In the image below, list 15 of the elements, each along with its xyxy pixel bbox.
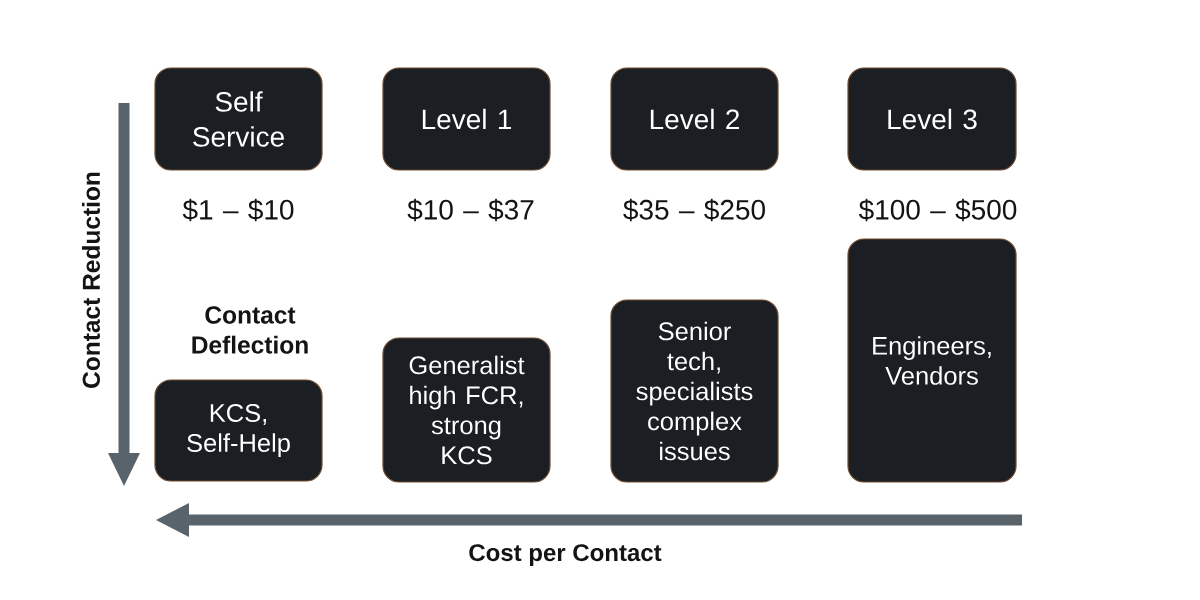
- tier-box: Self Service: [154, 67, 323, 171]
- tier-box: Level 1: [382, 67, 551, 171]
- description-box: Engineers, Vendors: [847, 238, 1017, 483]
- tier-box: Level 3: [847, 67, 1017, 171]
- description-box: Generalist high FCR, strong KCS: [382, 337, 551, 483]
- cost-range: $1 – $10: [182, 198, 294, 222]
- section-heading: Contact Deflection: [192, 306, 308, 354]
- cost-range: $35 – $250: [623, 198, 765, 222]
- axis-label: Contact Reduction: [82, 172, 100, 388]
- description-box: KCS, Self-Help: [154, 379, 323, 482]
- tier-box: Level 2: [610, 67, 779, 171]
- cost-range: $10 – $37: [407, 198, 534, 222]
- cost-range: $100 – $500: [858, 198, 1017, 222]
- axis-label: Cost per Contact: [469, 544, 662, 566]
- description-box: Senior tech, specialists complex issues: [610, 299, 779, 483]
